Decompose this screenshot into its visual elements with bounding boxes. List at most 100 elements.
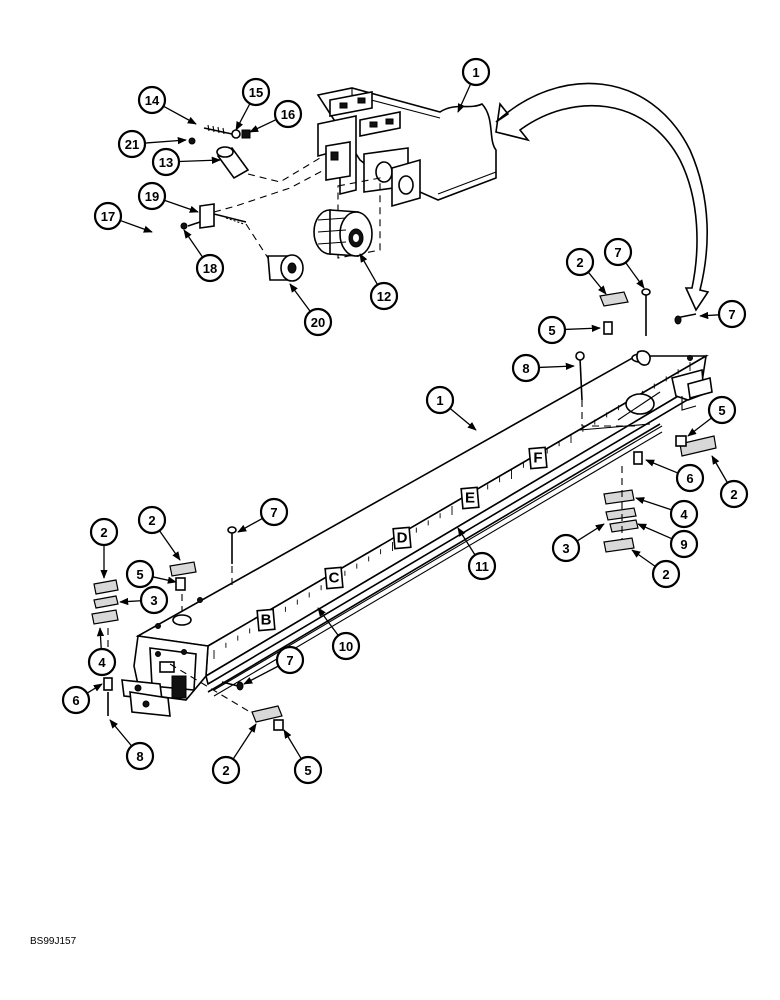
- callout-7: 7: [603, 237, 645, 289]
- callout-7: 7: [699, 299, 747, 329]
- callout-number: 12: [377, 289, 391, 304]
- callout-15: 15: [235, 77, 271, 131]
- callout-20: 20: [289, 283, 333, 337]
- callout-leader: [96, 627, 105, 650]
- callout-number: 5: [136, 567, 143, 582]
- callout-number: 13: [159, 155, 173, 170]
- callout-12: 12: [359, 253, 399, 311]
- callout-leader: [243, 665, 279, 685]
- callout-circle: [211, 755, 241, 785]
- callout-leader: [289, 283, 311, 312]
- callout-leader: [164, 199, 199, 213]
- callout-number: 15: [249, 85, 263, 100]
- callout-number: 21: [125, 137, 139, 152]
- direction-arrow: [495, 82, 710, 312]
- bushing: [267, 254, 304, 282]
- callout-1: 1: [457, 57, 491, 113]
- callout-circle: [137, 181, 167, 211]
- callout-circle: [511, 353, 541, 383]
- callout-leader: [183, 229, 204, 258]
- callout-circle: [273, 99, 303, 129]
- callout-circle: [125, 741, 155, 771]
- callout-circle: [89, 517, 119, 547]
- callout-14: 14: [137, 85, 197, 125]
- callout-circle: [61, 685, 91, 715]
- housing-detail: [316, 87, 497, 259]
- section-label-c: C: [329, 570, 340, 587]
- callout-number: 2: [100, 525, 107, 540]
- callout-circle: [87, 647, 117, 677]
- callout-leader: [625, 262, 645, 289]
- callout-leader: [178, 156, 221, 164]
- callout-number: 2: [222, 763, 229, 778]
- callout-leader: [158, 530, 181, 561]
- callout-leader: [317, 607, 339, 636]
- callout-leader: [449, 407, 477, 431]
- callout-leader: [687, 417, 713, 437]
- callout-circle: [259, 497, 289, 527]
- callout-number: 7: [270, 505, 277, 520]
- callout-leader: [645, 459, 679, 474]
- callout-circle: [369, 281, 399, 311]
- callout-leader: [359, 253, 379, 286]
- adjuster-pin: [188, 124, 251, 180]
- callout-circle: [551, 533, 581, 563]
- callout-leader: [235, 103, 251, 131]
- callout-leader: [711, 455, 729, 484]
- callout-number: 4: [680, 507, 688, 522]
- callout-circle: [669, 499, 699, 529]
- callout-19: 19: [137, 181, 199, 213]
- section-label-b: B: [261, 612, 272, 629]
- callout-circle: [707, 395, 737, 425]
- callout-5: 5: [125, 559, 177, 589]
- section-label-f: F: [533, 450, 542, 467]
- callout-2: 2: [137, 505, 181, 561]
- figure-code: BS99J157: [30, 936, 77, 947]
- callout-17: 17: [93, 201, 153, 233]
- callout-circle: [717, 299, 747, 329]
- callout-number: 10: [339, 639, 353, 654]
- callout-number: 7: [728, 307, 735, 322]
- callout-leader: [249, 118, 277, 133]
- callout-leader: [564, 324, 601, 332]
- callout-13: 13: [151, 147, 221, 177]
- callout-number: 9: [680, 537, 687, 552]
- callout-number: 6: [686, 471, 693, 486]
- callout-circle: [303, 307, 333, 337]
- callout-number: 7: [614, 245, 621, 260]
- callout-9: 9: [637, 523, 699, 559]
- callout-10: 10: [317, 607, 361, 661]
- callout-number: 8: [522, 361, 529, 376]
- callout-circle: [603, 237, 633, 267]
- callout-circle: [467, 551, 497, 581]
- callout-number: 18: [203, 261, 217, 276]
- callout-circle: [651, 559, 681, 589]
- callout-circle: [331, 631, 361, 661]
- callout-circle: [117, 129, 147, 159]
- callout-number: 7: [286, 653, 293, 668]
- callout-circle: [565, 247, 595, 277]
- callout-2: 2: [211, 723, 257, 785]
- callout-number: 17: [101, 209, 115, 224]
- callout-6: 6: [61, 683, 103, 715]
- mount-plate: [329, 91, 401, 137]
- callout-circle: [139, 585, 169, 615]
- callout-circle: [241, 77, 271, 107]
- callout-21: 21: [117, 129, 187, 159]
- section-label-d: D: [397, 530, 408, 547]
- callout-circle: [137, 505, 167, 535]
- callout-number: 8: [136, 749, 143, 764]
- main-frame-tube: [121, 353, 713, 717]
- callouts: 1141516211319171812202775815624932117225…: [61, 57, 749, 785]
- callout-number: 2: [662, 567, 669, 582]
- callout-5: 5: [537, 315, 601, 345]
- callout-number: 5: [548, 323, 555, 338]
- callout-number: 5: [718, 403, 725, 418]
- callout-18: 18: [183, 229, 225, 283]
- callout-8: 8: [511, 353, 575, 383]
- callout-number: 6: [72, 693, 79, 708]
- callout-number: 1: [436, 393, 443, 408]
- callout-leader: [635, 497, 672, 511]
- callout-8: 8: [109, 719, 155, 771]
